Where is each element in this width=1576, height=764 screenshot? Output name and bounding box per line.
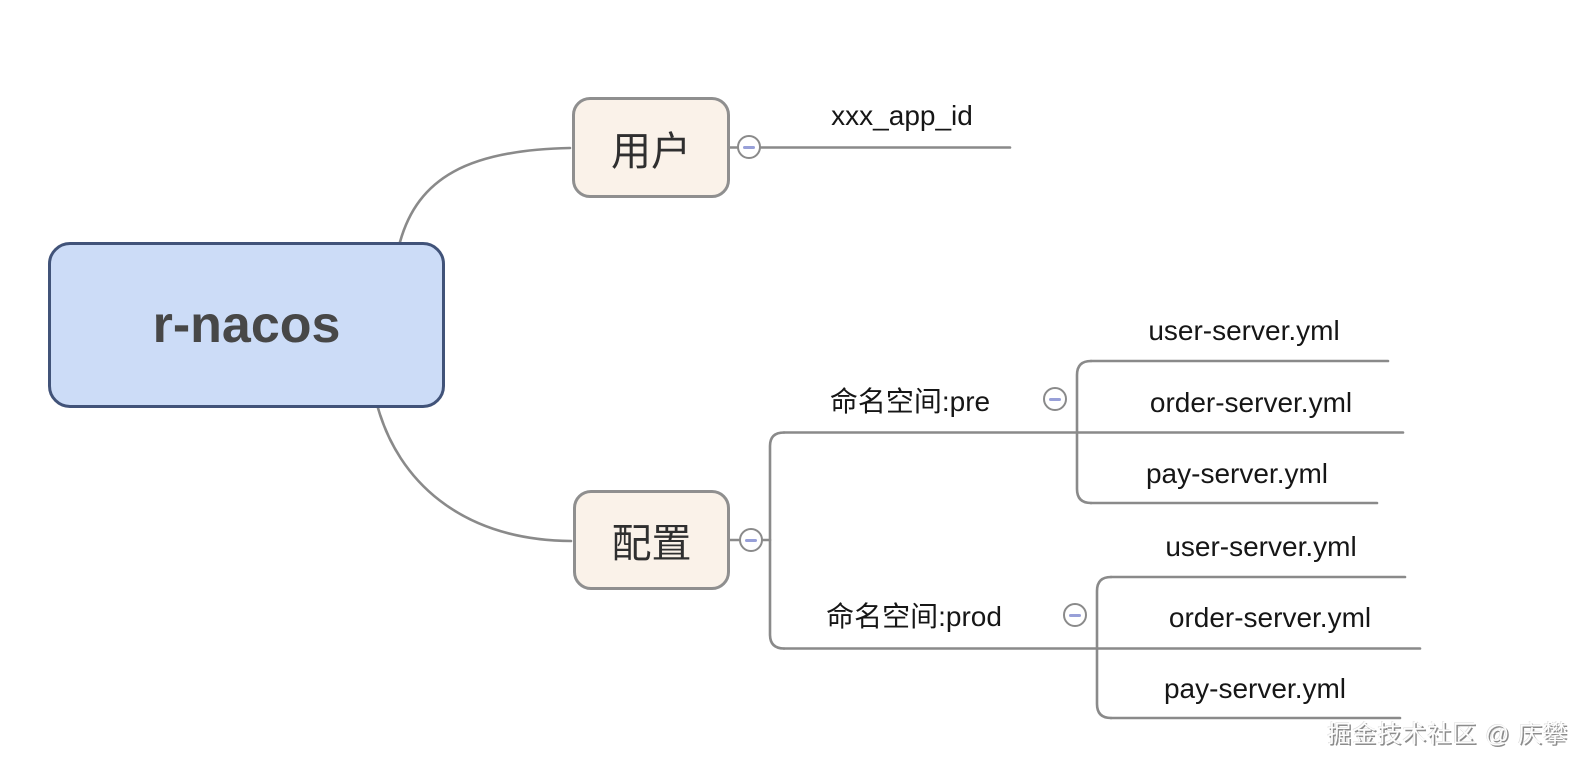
topic-pre-order-server[interactable]: order-server.yml xyxy=(1149,387,1353,418)
topic-prod-order-server[interactable]: order-server.yml xyxy=(1168,602,1372,633)
topic-namespace-prod[interactable]: 命名空间:prod xyxy=(826,601,1002,632)
collapse-button-config[interactable] xyxy=(739,528,763,552)
bracket-pre xyxy=(1075,359,1093,505)
minus-icon xyxy=(743,145,755,149)
bracket-config xyxy=(768,431,786,650)
collapse-button-namespace-prod[interactable] xyxy=(1063,603,1087,627)
minus-icon xyxy=(745,538,757,542)
collapse-button-namespace-pre[interactable] xyxy=(1043,387,1067,411)
topic-xxx-app-id[interactable]: xxx_app_id xyxy=(831,100,973,131)
topic-prod-user-server[interactable]: user-server.yml xyxy=(1165,531,1357,562)
topic-config[interactable]: 配置 xyxy=(573,490,730,590)
minus-icon xyxy=(1069,613,1081,617)
topic-pre-user-server[interactable]: user-server.yml xyxy=(1148,315,1340,346)
edge-root-user xyxy=(398,146,572,244)
topic-user[interactable]: 用户 xyxy=(572,97,730,198)
topic-root[interactable]: r-nacos xyxy=(48,242,445,408)
bracket-prod xyxy=(1095,575,1113,720)
topic-namespace-pre[interactable]: 命名空间:pre xyxy=(829,386,991,417)
topic-prod-pay-server[interactable]: pay-server.yml xyxy=(1163,673,1347,704)
minus-icon xyxy=(1049,397,1061,401)
collapse-button-user[interactable] xyxy=(737,135,761,159)
topic-pre-pay-server[interactable]: pay-server.yml xyxy=(1145,458,1329,489)
edge-root-config xyxy=(376,406,573,543)
